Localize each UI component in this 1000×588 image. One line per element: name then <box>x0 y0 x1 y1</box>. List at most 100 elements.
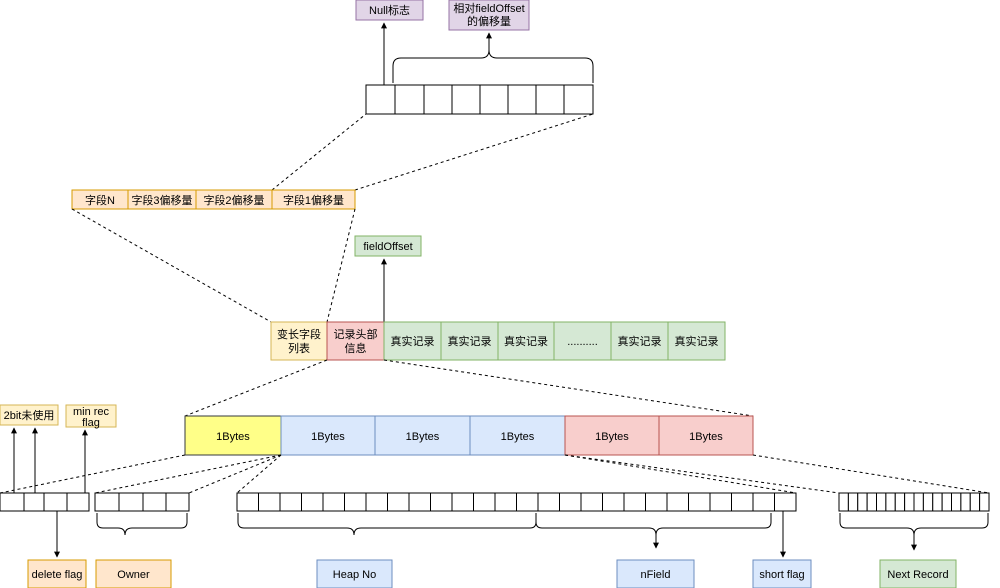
next-record-box <box>879 559 957 588</box>
bit-cell <box>365 492 388 512</box>
relative-offset-brace <box>392 49 594 83</box>
bit-cell <box>922 492 934 512</box>
bit-cell <box>913 492 924 512</box>
byte-label: 1Bytes <box>689 431 723 443</box>
heap-no-brace <box>237 513 537 536</box>
bit-cell <box>387 492 410 512</box>
next-record-brace <box>839 513 989 536</box>
bit-cell <box>580 492 603 512</box>
short-flag-box <box>752 559 812 588</box>
zoom-line <box>564 454 797 494</box>
zoom-line <box>354 113 594 191</box>
relative-offset-label-line2: 的偏移量 <box>467 14 511 28</box>
bit-cell <box>838 492 849 512</box>
bit-cell <box>623 492 646 512</box>
bit-cell <box>451 492 474 512</box>
byte-label: 1Bytes <box>595 431 629 443</box>
owner-brace <box>96 513 188 536</box>
bit-cell <box>279 492 302 512</box>
svg-text:变长字段: 变长字段 <box>277 327 321 341</box>
bit-cell <box>430 492 453 512</box>
min-rec-flag-label-line1: min rec <box>73 406 110 418</box>
svg-text:真实记录: 真实记录 <box>618 334 662 348</box>
bit-cell <box>979 492 990 512</box>
record-row: 变长字段 列表 记录头部 信息 真实记录 真实记录 真实记录 .........… <box>270 321 726 361</box>
delete-flag-label: delete flag <box>32 569 83 581</box>
zoom-line <box>94 454 282 494</box>
bit-cell <box>857 492 868 512</box>
short-flag-label: short flag <box>759 569 804 581</box>
bit-cell <box>894 492 906 512</box>
zoom-line <box>752 454 990 494</box>
bit-cell <box>731 492 754 512</box>
next-record-bits <box>838 492 990 512</box>
bit-cell <box>774 492 797 512</box>
zoom-line <box>326 208 356 323</box>
info-bits <box>0 492 90 512</box>
offset-list-item: 字段2偏移量 <box>203 193 264 207</box>
nfield-brace <box>535 513 772 536</box>
bit-cell <box>904 492 915 512</box>
heap-no-label: Heap No <box>333 569 376 581</box>
offset-list-item: 字段1偏移量 <box>283 193 344 207</box>
offset-list-item: 字段N <box>85 193 115 207</box>
offset-list: 字段N 字段3偏移量 字段2偏移量 字段1偏移量 <box>71 189 356 210</box>
bit-cell <box>752 492 775 512</box>
real-record <box>667 321 726 361</box>
bit-cell <box>516 492 539 512</box>
next-record-label: Next Record <box>887 569 948 581</box>
bit-cell <box>408 492 431 512</box>
owner-label: Owner <box>117 569 150 581</box>
bit-cell <box>473 492 496 512</box>
field-offset-box <box>354 235 422 257</box>
delete-flag-box <box>27 559 87 588</box>
nfield-box <box>616 559 695 588</box>
bit-cell <box>344 492 367 512</box>
bit-cell <box>666 492 689 512</box>
svg-text:真实记录: 真实记录 <box>675 334 719 348</box>
svg-text:真实记录: 真实记录 <box>504 334 548 348</box>
bit-cell <box>969 492 981 512</box>
bit-cell <box>559 492 582 512</box>
field-offset-label: fieldOffset <box>363 241 412 253</box>
svg-text:真实记录: 真实记录 <box>448 334 492 348</box>
zoom-line <box>236 454 282 494</box>
bit-cell <box>322 492 345 512</box>
top-bit-cells <box>365 84 594 115</box>
owner-box <box>95 559 172 588</box>
zoom-line <box>188 454 282 494</box>
bit-cell <box>932 492 943 512</box>
bit-cell <box>688 492 711 512</box>
byte-label: 1Bytes <box>501 431 535 443</box>
byte-label: 1Bytes <box>216 431 250 443</box>
bit-cell <box>960 492 971 512</box>
relative-offset-box <box>448 0 530 31</box>
bit-cell <box>236 492 259 512</box>
svg-text:真实记录: 真实记录 <box>391 334 435 348</box>
unused-bits-box <box>0 404 59 426</box>
bit-cell <box>709 492 732 512</box>
bit-cell <box>941 492 953 512</box>
real-record <box>383 321 442 361</box>
svg-text:..........: .......... <box>567 336 598 348</box>
null-flag-label: Null标志 <box>369 3 410 17</box>
bit-cell <box>537 492 560 512</box>
real-record <box>440 321 499 361</box>
real-record <box>610 321 669 361</box>
var-len-field-list <box>270 321 328 361</box>
bytes-row: 1Bytes 1Bytes 1Bytes 1Bytes 1Bytes 1Byte… <box>184 415 754 456</box>
byte-label: 1Bytes <box>311 431 345 443</box>
bit-cell <box>258 492 281 512</box>
zoom-line <box>271 113 367 191</box>
bit-cell <box>847 492 859 512</box>
min-rec-flag-label-line2: flag <box>82 417 100 429</box>
zoom-line <box>0 454 186 494</box>
nfield-label: nField <box>641 569 671 581</box>
zoom-line <box>71 208 272 323</box>
svg-text:记录头部: 记录头部 <box>334 327 378 341</box>
byte-label: 1Bytes <box>406 431 440 443</box>
zoom-line <box>383 359 754 417</box>
bit-cell <box>645 492 668 512</box>
heap-nfield-bits <box>236 492 797 512</box>
